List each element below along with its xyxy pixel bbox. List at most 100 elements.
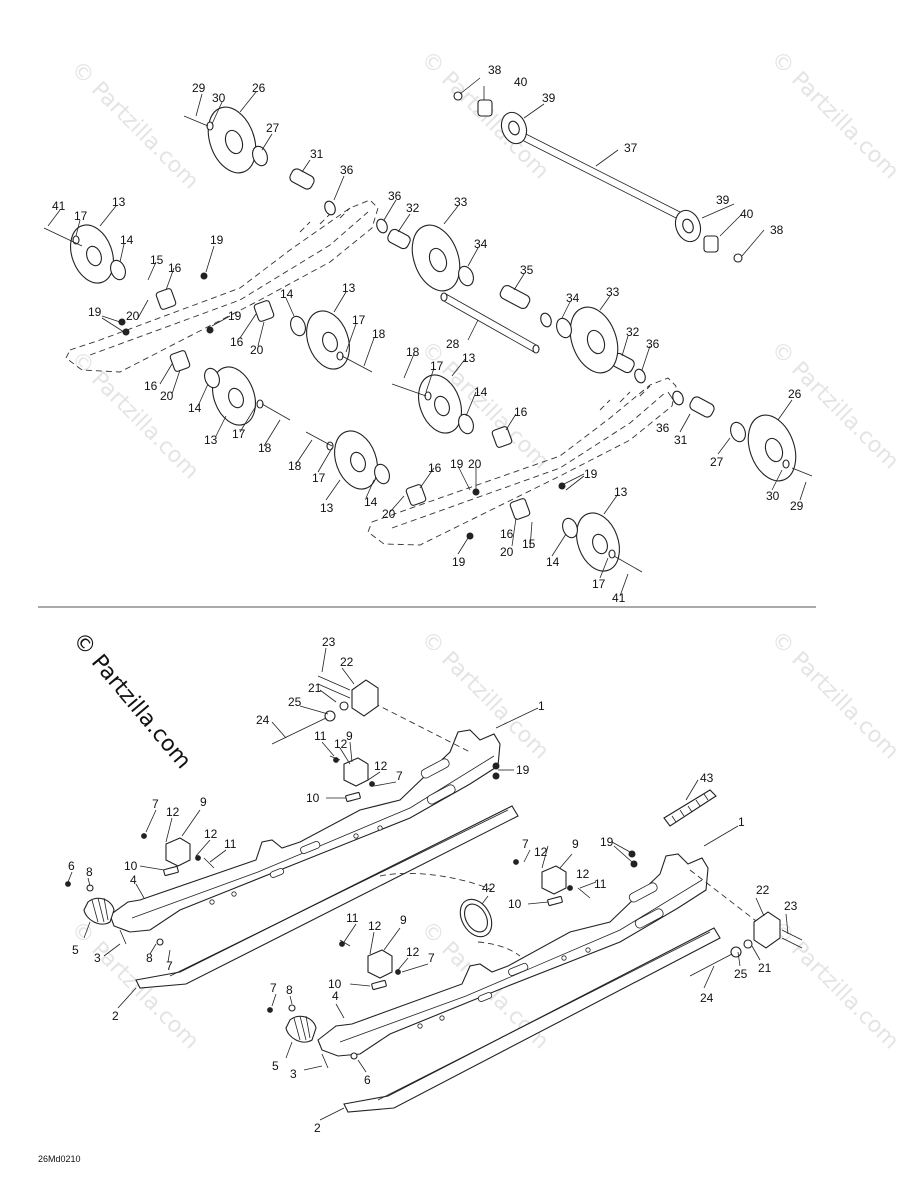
callout-12: 12 — [334, 737, 348, 751]
slider-2-rear — [135, 805, 519, 989]
callout-28: 28 — [446, 337, 460, 351]
upper-left-rail — [65, 199, 379, 373]
callout-13: 13 — [320, 501, 334, 515]
callout-15: 15 — [522, 537, 536, 551]
watermark: © Partzilla.com — [766, 917, 904, 1055]
callout-21: 21 — [308, 681, 322, 695]
callout-16: 16 — [144, 379, 158, 393]
callout-14: 14 — [546, 555, 560, 569]
callout-5: 5 — [72, 943, 79, 957]
wheel-33-left — [411, 224, 461, 292]
callout-19: 19 — [516, 763, 530, 777]
callout-19: 19 — [600, 835, 614, 849]
callout-32: 32 — [406, 201, 420, 215]
callout-9: 9 — [400, 913, 407, 927]
callout-1: 1 — [738, 815, 745, 829]
callout-7: 7 — [166, 959, 173, 973]
callout-11: 11 — [346, 911, 359, 925]
callout-34: 34 — [566, 291, 580, 305]
callout-9: 9 — [572, 837, 579, 851]
callout-20: 20 — [468, 457, 482, 471]
callout-42: 42 — [482, 881, 496, 895]
callout-18: 18 — [372, 327, 386, 341]
callout-labels: 38 40 39 37 39 40 38 29 30 26 27 31 36 3… — [38, 63, 804, 1164]
callout-10: 10 — [508, 897, 522, 911]
callout-27: 27 — [710, 455, 724, 469]
rubber-blocks-9 — [165, 757, 567, 979]
callout-33: 33 — [454, 195, 468, 209]
callout-13: 13 — [614, 485, 628, 499]
callout-6: 6 — [68, 859, 75, 873]
callout-8: 8 — [286, 983, 293, 997]
watermark: © Partzilla.com — [66, 57, 204, 195]
callout-16: 16 — [514, 405, 528, 419]
callout-36: 36 — [340, 163, 354, 177]
deflector-43 — [663, 789, 717, 827]
callout-12: 12 — [166, 805, 180, 819]
rail-1-front — [317, 853, 709, 1057]
callout-17: 17 — [430, 359, 444, 373]
spacer-31-right — [689, 396, 715, 418]
callout-10: 10 — [306, 791, 320, 805]
callout-18: 18 — [406, 345, 420, 359]
callout-16: 16 — [428, 461, 442, 475]
callout-35: 35 — [520, 263, 534, 277]
rollers-5 — [83, 897, 317, 1043]
callout-14: 14 — [474, 385, 488, 399]
callout-23: 23 — [322, 635, 336, 649]
callout-26: 26 — [252, 81, 266, 95]
callout-17: 17 — [352, 313, 366, 327]
callout-8: 8 — [86, 865, 93, 879]
callout-19: 19 — [450, 457, 464, 471]
callout-13: 13 — [112, 195, 126, 209]
callout-40: 40 — [514, 75, 528, 89]
stoppers — [155, 288, 531, 520]
bearings-and-clips — [72, 121, 790, 559]
callout-14: 14 — [188, 401, 202, 415]
watermark: © Partzilla.com — [766, 627, 904, 765]
callout-14: 14 — [120, 233, 134, 247]
nuts-19 — [118, 272, 566, 540]
callout-20: 20 — [160, 389, 174, 403]
spacer-40-right — [703, 235, 719, 253]
watermark: © Partzilla.com — [766, 47, 904, 185]
callout-14: 14 — [364, 495, 378, 509]
callout-19: 19 — [210, 233, 224, 247]
callout-4: 4 — [130, 873, 137, 887]
callout-4: 4 — [332, 989, 339, 1003]
callout-8: 8 — [146, 951, 153, 965]
long-bolts — [43, 115, 813, 573]
callout-20: 20 — [126, 309, 140, 323]
callout-2: 2 — [112, 1009, 119, 1023]
callout-17: 17 — [74, 209, 88, 223]
callout-24: 24 — [700, 991, 714, 1005]
callout-32: 32 — [626, 325, 640, 339]
watermark: © Partzilla.com — [66, 917, 204, 1055]
callout-40: 40 — [740, 207, 754, 221]
callout-12: 12 — [576, 867, 590, 881]
rail-1-rear — [109, 729, 501, 933]
callout-12: 12 — [406, 945, 420, 959]
callout-25: 25 — [734, 967, 748, 981]
callout-27: 27 — [266, 121, 280, 135]
callout-34: 34 — [474, 237, 488, 251]
callout-20: 20 — [250, 343, 264, 357]
callout-15: 15 — [150, 253, 164, 267]
callout-7: 7 — [396, 769, 403, 783]
callout-7: 7 — [270, 981, 277, 995]
leader-lines — [47, 77, 807, 1121]
callout-36: 36 — [388, 189, 402, 203]
wheel-13-b — [306, 310, 350, 370]
callout-17: 17 — [232, 427, 246, 441]
callout-29: 29 — [192, 81, 206, 95]
callout-20: 20 — [500, 545, 514, 559]
callout-11: 11 — [314, 729, 327, 743]
callout-20: 20 — [382, 507, 396, 521]
main-axle — [453, 91, 743, 263]
callout-3: 3 — [290, 1067, 297, 1081]
callout-39: 39 — [716, 193, 730, 207]
callout-13: 13 — [342, 281, 356, 295]
callout-37: 37 — [624, 141, 638, 155]
callout-14: 14 — [280, 287, 294, 301]
